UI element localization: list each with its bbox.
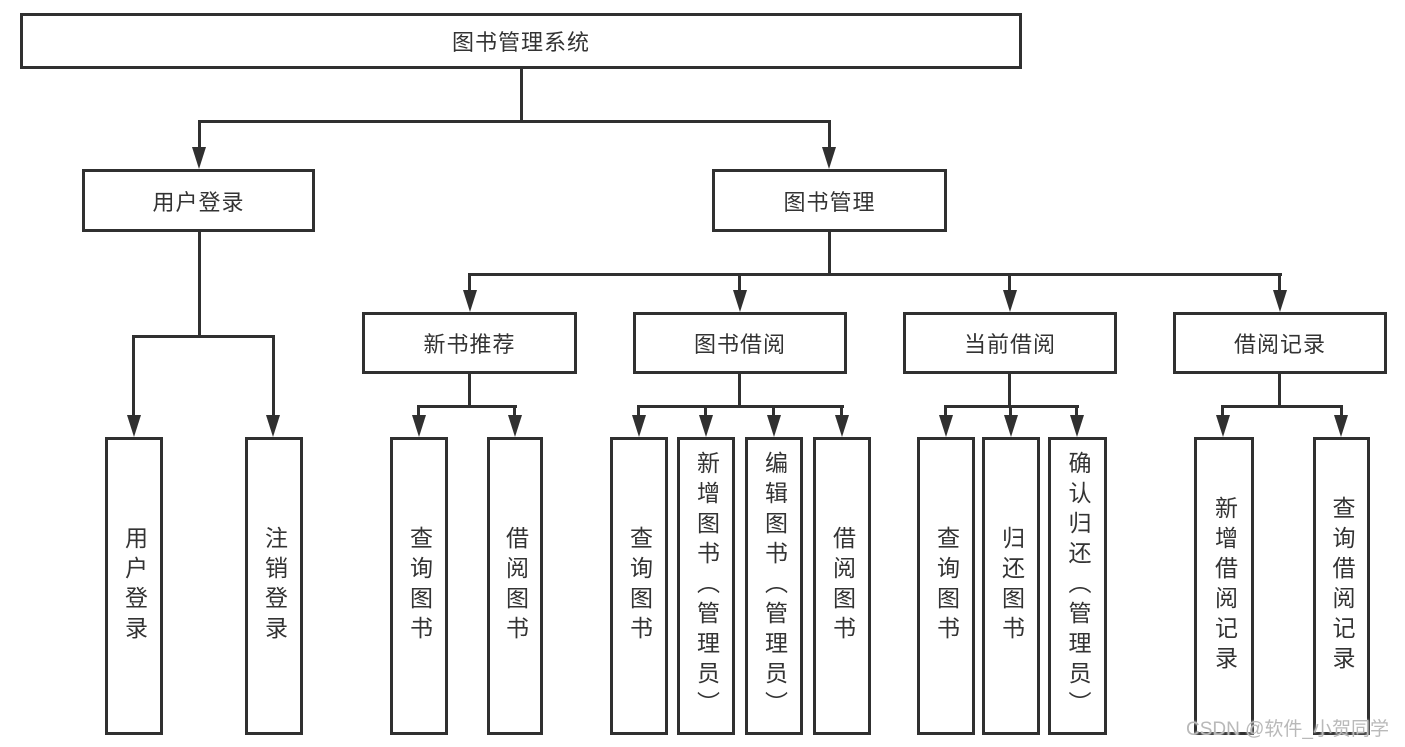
connector-line xyxy=(132,335,274,338)
connector-line xyxy=(417,405,420,417)
connector-line xyxy=(1278,374,1281,405)
connector-line xyxy=(828,120,831,149)
leaf-search-books-1: 查询图书 xyxy=(390,437,448,735)
node-borrowing-records: 借阅记录 xyxy=(1173,312,1387,374)
arrowhead-down-icon xyxy=(192,147,206,169)
leaf-logout: 注销登录 xyxy=(245,437,303,735)
arrowhead-down-icon xyxy=(1273,290,1287,312)
arrowhead-down-icon xyxy=(699,415,713,437)
connector-line xyxy=(1008,273,1011,292)
connector-line xyxy=(468,374,471,405)
node-book-management: 图书管理 xyxy=(712,169,947,232)
connector-line xyxy=(513,405,516,417)
leaf-edit-book-admin: 编辑图书（管理员） xyxy=(745,437,803,735)
connector-line xyxy=(198,120,201,149)
node-current-borrowing-label: 当前借阅 xyxy=(963,332,1056,357)
arrowhead-down-icon xyxy=(835,415,849,437)
arrowhead-down-icon xyxy=(822,147,836,169)
watermark: CSDN @软件_小贺同学 xyxy=(1186,719,1389,740)
connector-line xyxy=(840,405,843,417)
arrowhead-down-icon xyxy=(1334,415,1348,437)
arrowhead-down-icon xyxy=(1003,290,1017,312)
arrowhead-down-icon xyxy=(508,415,522,437)
leaf-confirm-return-admin-label: 确认归还（管理员） xyxy=(1065,451,1091,721)
leaf-confirm-return-admin: 确认归还（管理员） xyxy=(1048,437,1107,735)
connector-line xyxy=(468,273,1282,276)
connector-line xyxy=(772,405,775,417)
arrowhead-down-icon xyxy=(463,290,477,312)
connector-line xyxy=(637,405,844,408)
node-root-label: 图书管理系统 xyxy=(451,30,590,55)
leaf-search-books-1-label: 查询图书 xyxy=(406,526,433,646)
node-user-login-label: 用户登录 xyxy=(152,189,245,215)
node-borrowing-records-label: 借阅记录 xyxy=(1233,332,1326,357)
leaf-search-borrow-record-label: 查询借阅记录 xyxy=(1329,496,1355,676)
leaf-search-borrow-record: 查询借阅记录 xyxy=(1313,437,1370,735)
arrowhead-down-icon xyxy=(1216,415,1230,437)
arrowhead-down-icon xyxy=(412,415,426,437)
connector-line xyxy=(1221,405,1343,408)
leaf-add-borrow-record-label: 新增借阅记录 xyxy=(1211,496,1238,676)
leaf-logout-label: 注销登录 xyxy=(261,526,288,646)
connector-line xyxy=(132,335,135,417)
leaf-add-book-admin: 新增图书（管理员） xyxy=(677,437,735,735)
node-root: 图书管理系统 xyxy=(20,13,1022,69)
connector-line xyxy=(1340,405,1343,417)
node-book-borrowing: 图书借阅 xyxy=(633,312,847,374)
connector-line xyxy=(520,69,523,120)
node-current-borrowing: 当前借阅 xyxy=(903,312,1117,374)
node-book-borrowing-label: 图书借阅 xyxy=(693,332,786,357)
leaf-borrow-books-2-label: 借阅图书 xyxy=(829,526,856,646)
arrowhead-down-icon xyxy=(1070,415,1084,437)
leaf-user-login: 用户登录 xyxy=(105,437,163,735)
leaf-return-books: 归还图书 xyxy=(982,437,1040,735)
arrowhead-down-icon xyxy=(1004,415,1018,437)
connector-line xyxy=(1278,273,1281,292)
arrowhead-down-icon xyxy=(767,415,781,437)
node-book-management-label: 图书管理 xyxy=(783,189,876,215)
connector-line xyxy=(198,120,831,123)
leaf-borrow-books-2: 借阅图书 xyxy=(813,437,871,735)
connector-line xyxy=(828,232,831,273)
node-new-book-recommendation-label: 新书推荐 xyxy=(423,332,516,357)
connector-line xyxy=(738,273,741,292)
connector-line xyxy=(417,405,517,408)
connector-line xyxy=(1221,405,1224,417)
connector-line xyxy=(198,232,201,335)
node-new-book-recommendation: 新书推荐 xyxy=(362,312,577,374)
connector-line xyxy=(1009,405,1012,417)
leaf-user-login-label: 用户登录 xyxy=(121,526,148,646)
arrowhead-down-icon xyxy=(127,415,141,437)
connector-line xyxy=(468,273,471,292)
arrowhead-down-icon xyxy=(733,290,747,312)
connector-line xyxy=(704,405,707,417)
connector-line xyxy=(1075,405,1078,417)
leaf-search-books-3: 查询图书 xyxy=(917,437,975,735)
arrowhead-down-icon xyxy=(266,415,280,437)
connector-line xyxy=(944,405,947,417)
leaf-search-books-2-label: 查询图书 xyxy=(626,526,653,646)
leaf-add-book-admin-label: 新增图书（管理员） xyxy=(693,451,720,721)
leaf-search-books-3-label: 查询图书 xyxy=(933,526,960,646)
leaf-search-books-2: 查询图书 xyxy=(610,437,668,735)
leaf-borrow-books-1-label: 借阅图书 xyxy=(502,526,529,646)
leaf-return-books-label: 归还图书 xyxy=(998,526,1025,646)
node-user-login: 用户登录 xyxy=(82,169,315,232)
leaf-edit-book-admin-label: 编辑图书（管理员） xyxy=(761,451,788,721)
leaf-borrow-books-1: 借阅图书 xyxy=(487,437,543,735)
connector-line xyxy=(637,405,640,417)
arrowhead-down-icon xyxy=(632,415,646,437)
arrowhead-down-icon xyxy=(939,415,953,437)
leaf-add-borrow-record: 新增借阅记录 xyxy=(1194,437,1254,735)
connector-line xyxy=(1008,374,1011,405)
connector-line xyxy=(738,374,741,405)
connector-line xyxy=(272,335,275,417)
